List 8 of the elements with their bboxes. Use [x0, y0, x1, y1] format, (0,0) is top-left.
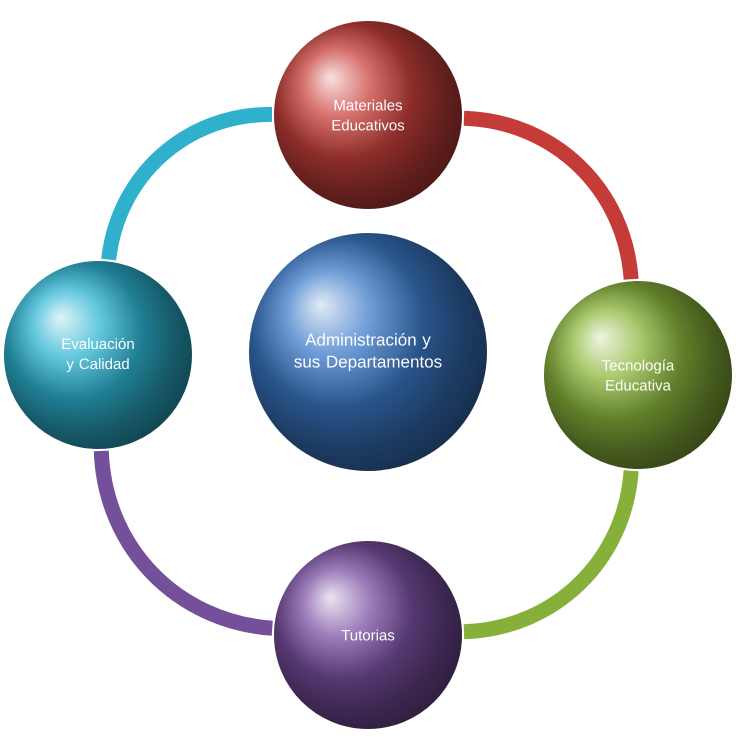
ring-segment — [463, 110, 639, 280]
ring-segment — [463, 470, 639, 640]
ring-segment — [94, 450, 274, 636]
circle-node: Tecnología Educativa — [542, 279, 734, 471]
circle-node: Tutorias — [272, 539, 464, 731]
ring-segment — [101, 106, 272, 261]
circle-node: Materiales Educativos — [272, 19, 464, 211]
circle-node: Evaluación y Calidad — [2, 259, 194, 451]
